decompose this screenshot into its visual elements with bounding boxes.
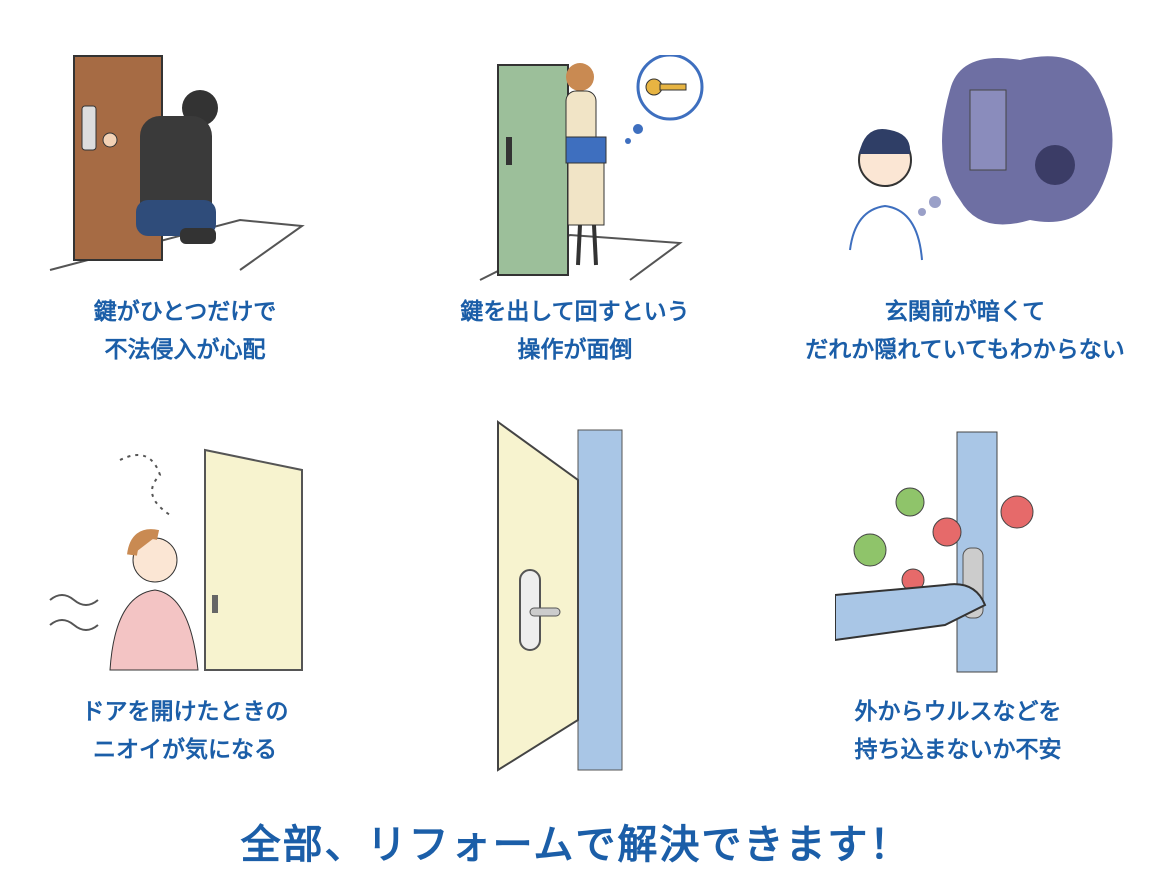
caption-line: だれか隠れていてもわからない xyxy=(805,337,1125,363)
caption-line: 玄関前が暗くて xyxy=(884,299,1046,325)
burglar-picking-lock-icon xyxy=(49,55,305,271)
caption-dark-entrance: 玄関前が暗くて だれか隠れていてもわからない xyxy=(805,293,1124,369)
caption-single-lock: 鍵がひとつだけで 不法侵入が心配 xyxy=(94,293,276,369)
caption-door-smell: ドアを開けたときの ニオイが気になる xyxy=(82,693,289,769)
caption-line: 鍵を出して回すという xyxy=(460,299,690,325)
worried-person-dark-thought-icon xyxy=(849,56,1113,261)
woman-with-key-icon xyxy=(479,55,704,281)
woman-covering-nose-icon xyxy=(49,448,303,671)
headline: 全部、リフォームで解決できます！ xyxy=(240,822,912,868)
caption-line: 不法侵入が心配 xyxy=(104,337,266,363)
open-door-with-handle-icon xyxy=(497,420,623,772)
caption-virus: 外からウルスなどを 持ち込まないか不安 xyxy=(855,693,1062,769)
caption-line: ニオイが気になる xyxy=(93,737,277,763)
caption-key-hassle: 鍵を出して回すという 操作が面倒 xyxy=(460,293,689,369)
caption-line: 外からウルスなどを xyxy=(854,699,1062,725)
caption-line: 操作が面倒 xyxy=(517,337,633,363)
caption-line: 鍵がひとつだけで xyxy=(93,299,277,325)
hand-on-handle-viruses-icon xyxy=(835,431,1034,673)
caption-line: ドアを開けたときの xyxy=(81,699,289,725)
caption-line: 持ち込まないか不安 xyxy=(854,737,1062,763)
